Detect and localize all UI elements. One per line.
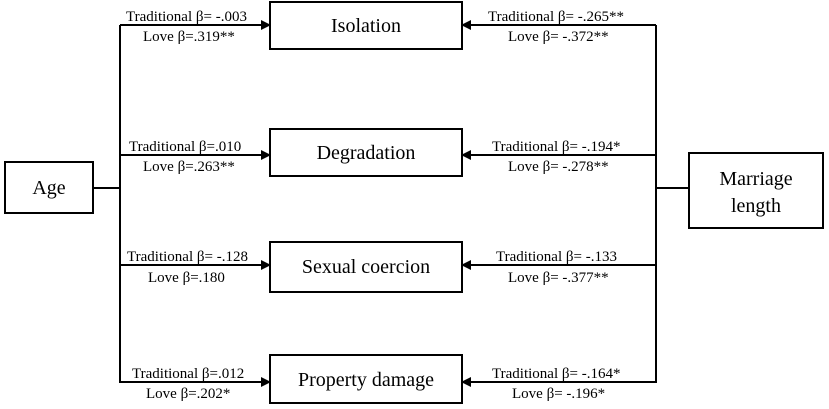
property-damage-age-love-coef: Love β=.202* <box>146 386 230 402</box>
isolation-label: Isolation <box>331 15 401 37</box>
isolation-marriage-love-coef: Love β= -.372** <box>508 29 609 45</box>
property-damage-marriage-love-coef: Love β= -.196* <box>512 386 605 402</box>
degradation-age-love-coef: Love β=.263** <box>143 159 235 175</box>
age-box <box>4 161 94 214</box>
degradation-marriage-love-coef: Love β= -.278** <box>508 159 609 175</box>
isolation-box <box>269 1 463 50</box>
marriage-length-box <box>688 152 824 229</box>
sexual-coercion-age-love-coef: Love β=.180 <box>148 270 225 286</box>
sexual-coercion-age-traditional-coef: Traditional β= -.128 <box>127 249 248 265</box>
sexual-coercion-marriage-love-coef: Love β= -.377** <box>508 270 609 286</box>
isolation-age-traditional-coef: Traditional β= -.003 <box>126 9 247 25</box>
isolation-marriage-traditional-coef: Traditional β= -.265** <box>488 9 624 25</box>
degradation-marriage-traditional-coef: Traditional β= -.194* <box>492 139 620 155</box>
property-damage-age-traditional-coef: Traditional β=.012 <box>132 366 244 382</box>
degradation-box <box>269 128 463 177</box>
outcome-row-property-damage: Property damage Traditional β=.012 Love … <box>120 354 656 404</box>
outcome-row-sexual-coercion: Sexual coercion Traditional β= -.128 Lov… <box>120 241 656 293</box>
age-label: Age <box>32 177 65 199</box>
sexual-coercion-marriage-traditional-coef: Traditional β= -.133 <box>496 249 617 265</box>
sexual-coercion-label: Sexual coercion <box>302 256 430 278</box>
marriage-length-label-line1: Marriage <box>719 168 792 190</box>
isolation-age-love-coef: Love β=.319** <box>143 29 235 45</box>
outcome-row-isolation: Isolation Traditional β= -.003 Love β=.3… <box>120 1 656 50</box>
degradation-label: Degradation <box>317 142 416 164</box>
outcome-row-degradation: Degradation Traditional β=.010 Love β=.2… <box>120 128 656 177</box>
degradation-age-traditional-coef: Traditional β=.010 <box>129 139 241 155</box>
marriage-length-label-line2: length <box>731 195 781 217</box>
property-damage-label: Property damage <box>298 369 434 391</box>
property-damage-marriage-traditional-coef: Traditional β= -.164* <box>492 366 620 382</box>
